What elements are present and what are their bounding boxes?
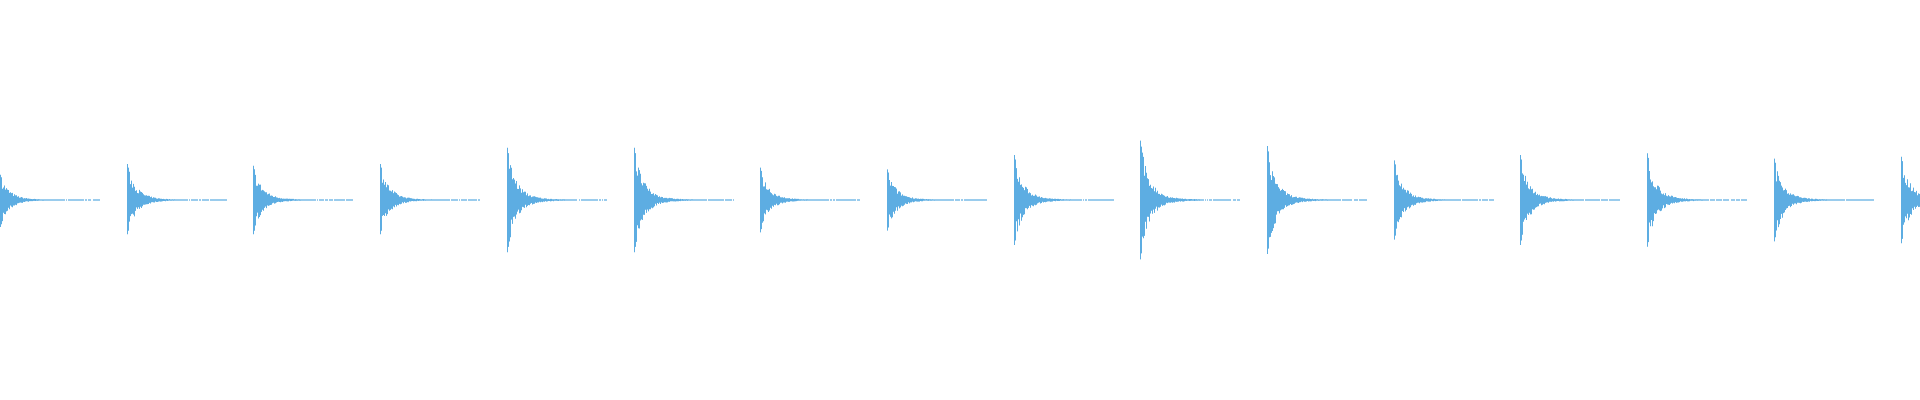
waveform-transient-13 xyxy=(1520,155,1620,245)
waveform-transient-11 xyxy=(1267,146,1367,254)
waveform-transient-15 xyxy=(1774,158,1874,242)
waveform-transient-12 xyxy=(1394,160,1494,240)
waveform-transient-5 xyxy=(507,147,607,253)
waveform-transient-16 xyxy=(1901,156,1920,244)
waveform-transient-3 xyxy=(253,165,353,235)
waveform-transient-2 xyxy=(127,164,227,235)
waveform-transient-1 xyxy=(0,174,100,227)
waveform-transient-4 xyxy=(380,164,480,235)
waveform-transient-6 xyxy=(634,147,734,253)
waveform-transient-8 xyxy=(887,169,987,231)
waveform-transient-10 xyxy=(1140,140,1240,260)
waveform-transient-14 xyxy=(1647,153,1747,247)
waveform-transient-7 xyxy=(760,167,860,233)
waveform-transient-9 xyxy=(1014,155,1114,245)
